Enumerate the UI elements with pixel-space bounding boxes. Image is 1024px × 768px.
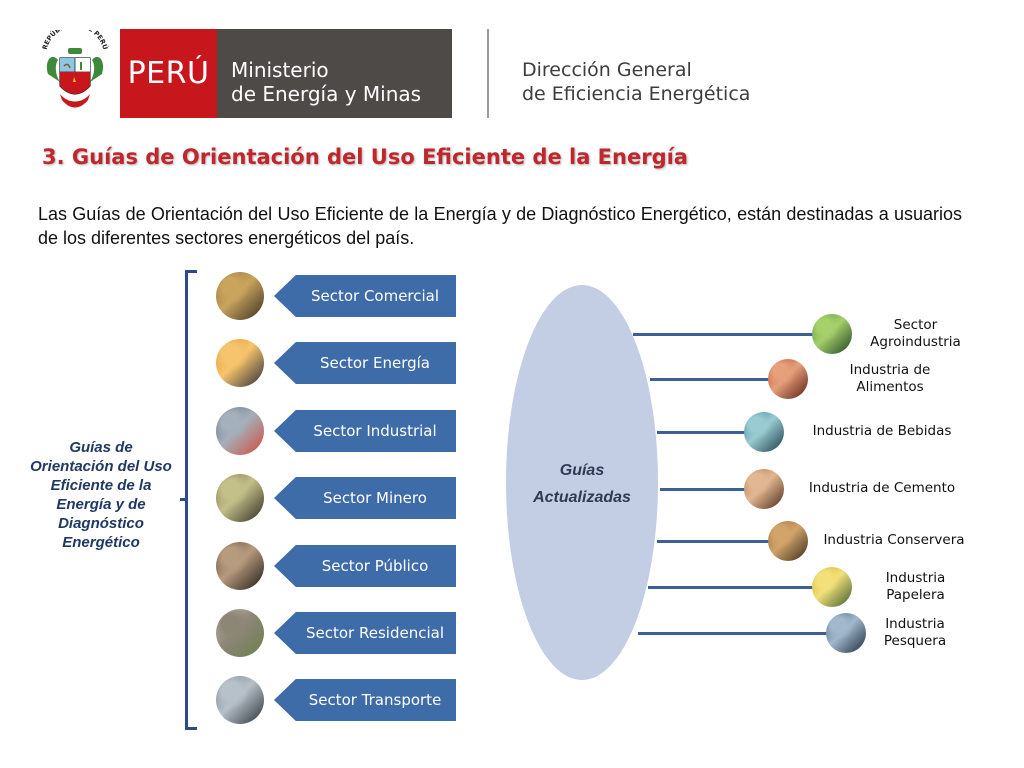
residential-photo-icon (216, 609, 264, 657)
ministry-line-1: Ministerio (231, 58, 329, 82)
connector-line (633, 333, 816, 336)
sector-arrow-1: Sector Energía (274, 342, 456, 384)
industry-label-line-1: Industria de Cemento (808, 480, 956, 496)
bracket-tick (180, 498, 188, 501)
coat-lettering: REPÚBLICA DEL PERÚ (41, 21, 110, 51)
beverage-guide-cover-icon (744, 412, 784, 452)
direction-line-1: Dirección General (522, 59, 692, 81)
industry-label-line-1: Sector (893, 317, 938, 333)
sector-arrow-3: Sector Minero (274, 477, 456, 519)
sector-arrow-2: Sector Industrial (274, 410, 456, 452)
industry-label-line-1: Industria (885, 616, 945, 632)
industry-label-line-1: Industria de Bebidas (812, 423, 952, 439)
sector-label: Sector Minero (323, 489, 427, 507)
food-guide-cover-icon (768, 359, 808, 399)
ellipse-line-2: Actualizadas (533, 489, 631, 506)
cannery-guide-cover-icon (768, 521, 808, 561)
power-tower-photo-icon (216, 339, 264, 387)
industry-label-line-2: Alimentos (856, 379, 924, 395)
header-divider (487, 29, 489, 118)
guides-label: Guías de Orientación del Uso Eficiente d… (30, 439, 172, 551)
ministry-brand-box: Ministerio de Energía y Minas (217, 29, 452, 118)
updated-guides-label: Guías Actualizadas (506, 457, 658, 511)
peru-brand-box: PERÚ (120, 29, 217, 118)
updated-guides-ellipse (506, 285, 658, 680)
connector-line (648, 586, 816, 589)
agro-guide-cover-icon (812, 314, 852, 354)
fishing-guide-cover-icon (826, 613, 866, 653)
commercial-photo-icon (216, 272, 264, 320)
connector-line (650, 378, 772, 381)
industry-label: Industria de Cemento (800, 480, 964, 497)
sector-label: Sector Industrial (313, 422, 437, 440)
connector-line (660, 488, 748, 491)
industry-label-line-2: Pesquera (883, 633, 947, 649)
industry-label-line-1: Industria de (849, 362, 931, 378)
paper-guide-cover-icon (812, 567, 852, 607)
sector-label: Sector Transporte (308, 691, 442, 709)
traffic-photo-icon (216, 676, 264, 724)
coat-of-arms-logo: REPÚBLICA DEL PERÚ (38, 21, 112, 116)
direction-line-2: de Eficiencia Energética (522, 83, 751, 105)
svg-text:REPÚBLICA DEL PERÚ: REPÚBLICA DEL PERÚ (41, 30, 110, 51)
ministry-line-2: de Energía y Minas (231, 82, 422, 106)
connector-line (638, 632, 830, 635)
industry-label-line-2: Papelera (886, 587, 945, 603)
public-office-photo-icon (216, 542, 264, 590)
sector-arrow-6: Sector Transporte (274, 679, 456, 721)
connector-line (657, 431, 748, 434)
industry-label: Industria Conservera (818, 532, 970, 549)
sector-arrow-4: Sector Público (274, 545, 456, 587)
factory-photo-icon (216, 407, 264, 455)
ellipse-line-1: Guías (559, 462, 605, 479)
industry-label-line-1: Industria Conservera (823, 532, 965, 548)
sector-label: Sector Comercial (310, 287, 440, 305)
intro-paragraph: Las Guías de Orientación del Uso Eficien… (38, 204, 962, 248)
sector-label: Sector Residencial (306, 624, 444, 642)
industry-label-line-2: Agroindustria (870, 334, 961, 350)
peru-text: PERÚ (127, 56, 210, 91)
sector-label: Sector Energía (320, 354, 430, 372)
industry-label: Industria de Bebidas (804, 423, 960, 440)
sector-arrow-5: Sector Residencial (274, 612, 456, 654)
slide-title: 3. Guías de Orientación del Uso Eficient… (42, 145, 688, 169)
connector-line (657, 540, 772, 543)
sector-arrow-0: Sector Comercial (274, 275, 456, 317)
industry-label-line-1: Industria (885, 570, 946, 586)
direction-title: Dirección General de Eficiencia Energéti… (522, 58, 750, 106)
mining-photo-icon (216, 474, 264, 522)
cement-guide-cover-icon (744, 469, 784, 509)
sector-label: Sector Público (321, 557, 429, 575)
